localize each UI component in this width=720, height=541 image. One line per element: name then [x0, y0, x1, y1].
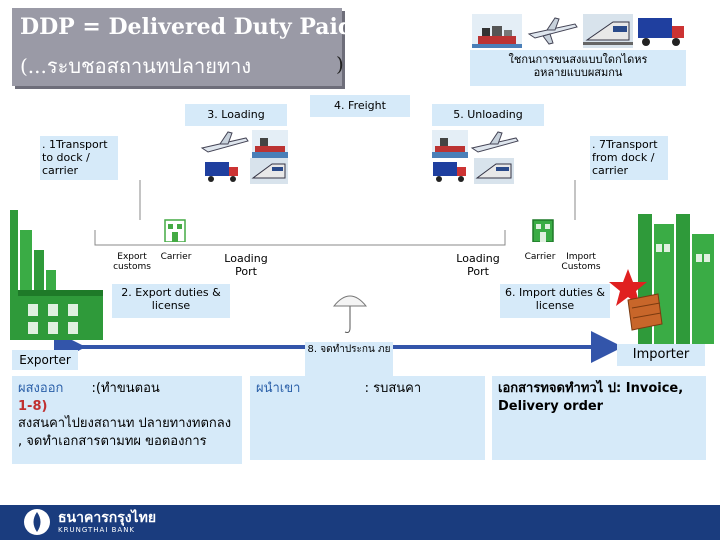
- multimodal-note-line1: ใชกนการขนสงแบบใดกไดหร: [508, 53, 648, 66]
- loading-port-right-label: Loading Port: [456, 252, 500, 279]
- bank-name-en: KRUNGTHAI BANK: [58, 526, 136, 534]
- exporter-label: Exporter: [12, 350, 78, 370]
- importer-buyer-prefix: ผนำเขา: [256, 381, 301, 396]
- exporter-description: สงสนคาไปยงสถานท ปลายทางทตกลง , จดทำเอกสา…: [18, 416, 232, 449]
- train-icon: [250, 158, 288, 184]
- exporter-suffix: :(ทำขนตอน: [91, 381, 160, 396]
- umbrella-icon: [332, 292, 368, 308]
- page-subtitle-end: ): [336, 52, 344, 76]
- bank-name: ธนาคารกรุงไทย: [58, 510, 157, 526]
- multimodal-note: ใชกนการขนสงแบบใดกไดหร อหลายแบบผสมกน: [470, 50, 686, 86]
- page-subtitle: (...ระบชอสถานทปลายทาง: [20, 54, 252, 78]
- star-icon: [608, 268, 648, 308]
- cargo-crate-icon: [624, 292, 664, 332]
- step-unloading: 5. Unloading: [432, 104, 544, 126]
- importer-buyer-suffix: : รบสนคา: [364, 381, 422, 396]
- ship-icon: [252, 130, 288, 158]
- importer-buyer-panel: ผนำเขา : รบสนคา: [250, 376, 485, 460]
- bank-footer: [0, 505, 720, 540]
- step-import-duties: 6. Import duties & license: [500, 284, 610, 318]
- airplane-icon: [200, 130, 250, 158]
- importer-label: Importer: [617, 344, 705, 366]
- export-customs-label: Export customs: [113, 252, 151, 273]
- importer-docs-text: เอกสารทจดทำทวไ ป: Invoice, Delivery orde…: [498, 381, 684, 414]
- truck-icon: [636, 12, 686, 48]
- title-box: [12, 8, 342, 86]
- loading-port-left-label: Loading Port: [224, 252, 268, 279]
- truck-icon: [432, 158, 468, 184]
- import-carrier-label: Carrier: [524, 252, 556, 262]
- export-carrier-label: Carrier: [160, 252, 192, 262]
- step-transport-from-dock: . 7Transport from dock / carrier: [590, 136, 668, 180]
- exporter-step-range: 1-8): [18, 398, 48, 414]
- step-freight: 4. Freight: [310, 95, 410, 117]
- step-export-duties: 2. Export duties & license: [112, 284, 230, 318]
- exporter-factory-icon: [8, 210, 103, 340]
- airplane-icon: [525, 12, 580, 48]
- truck-icon: [204, 158, 240, 184]
- ship-icon: [472, 14, 522, 48]
- step-transport-to-dock: . 1Transport to dock / carrier: [40, 136, 118, 180]
- importer-docs-panel: เอกสารทจดทำทวไ ป: Invoice, Delivery orde…: [492, 376, 706, 460]
- train-icon: [583, 14, 633, 48]
- krungthai-logo-icon: [22, 507, 52, 537]
- exporter-panel: ผสงออก :(ทำขนตอน 1-8) สงสนคาไปยงสถานท ปล…: [12, 376, 242, 464]
- ship-icon: [432, 130, 468, 158]
- import-customs-label: Import Customs: [561, 252, 601, 273]
- import-customs-building-icon: [532, 218, 554, 243]
- page-title: DDP = Delivered Duty Paid: [20, 14, 354, 40]
- airplane-icon: [470, 130, 520, 158]
- export-customs-building-icon: [164, 218, 186, 243]
- exporter-prefix: ผสงออก: [18, 381, 64, 396]
- train-icon: [474, 158, 514, 184]
- multimodal-note-line2: อหลายแบบผสมกน: [533, 66, 623, 80]
- step-loading: 3. Loading: [185, 104, 287, 126]
